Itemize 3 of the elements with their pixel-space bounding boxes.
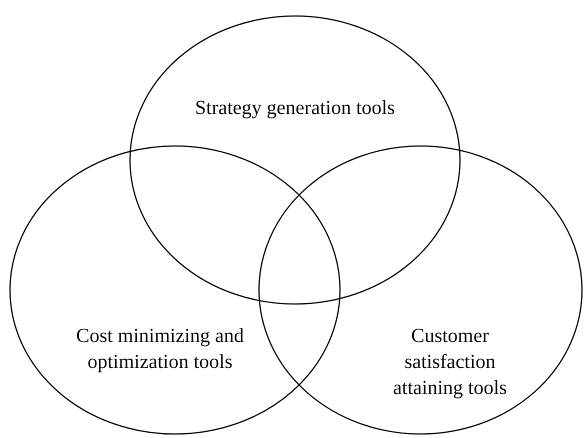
circle-label: Strategy generation tools [195, 96, 395, 121]
circle-label: Cost minimizing and optimization tools [75, 324, 245, 375]
circle-label: Customer satisfaction attaining tools [392, 324, 508, 401]
